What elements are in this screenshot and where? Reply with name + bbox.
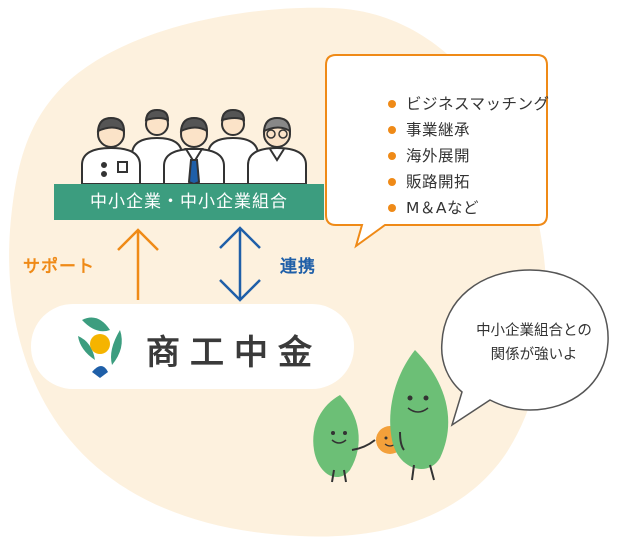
company-banner: 中小企業・中小企業組合 [54, 184, 324, 220]
service-item: 事業継承 [388, 118, 578, 144]
speech-text: 中小企業組合との 関係が強いよ [464, 319, 604, 367]
person-front-right [247, 116, 307, 185]
person-front-left [81, 116, 141, 185]
renkei-label: 連携 [280, 257, 316, 277]
logo-box [31, 304, 354, 389]
small-leaf-character-icon [313, 395, 376, 483]
people-group-icon [81, 108, 307, 186]
support-arrow [117, 228, 159, 300]
logo-name: 商工中金 [146, 333, 322, 373]
service-item: 海外展開 [388, 144, 578, 170]
service-item: M＆Aなど [388, 196, 578, 222]
speech-line-1: 中小企業組合との [476, 323, 592, 339]
speech-bubble [440, 269, 609, 427]
shokochukin-logo-icon [78, 317, 122, 378]
service-item: ビジネスマッチング [388, 92, 578, 118]
speech-line-2: 関係が強いよ [490, 347, 578, 363]
service-list: ビジネスマッチング 事業継承 海外展開 販路開拓 M＆Aなど [348, 92, 578, 222]
service-item: 販路開拓 [388, 170, 578, 196]
person-front-center [163, 116, 225, 186]
callout-box [325, 54, 548, 249]
renkei-arrow [219, 226, 261, 302]
support-label: サポート [23, 257, 95, 277]
large-leaf-character-icon [390, 350, 449, 481]
